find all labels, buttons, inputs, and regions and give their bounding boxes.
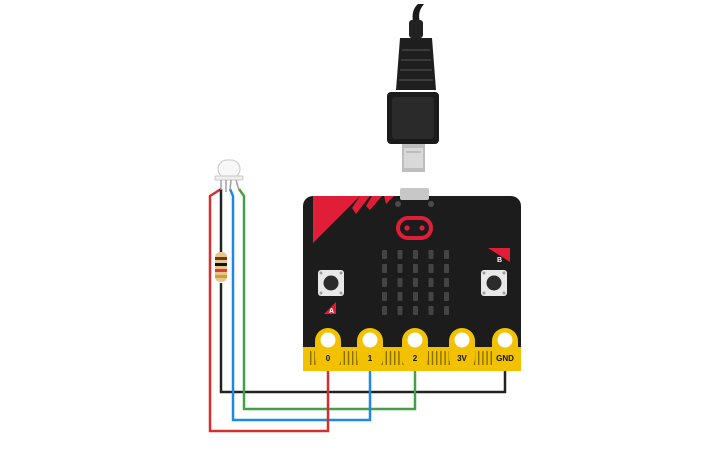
- red-wire[interactable]: [208, 187, 330, 433]
- matrix-led: [397, 306, 403, 315]
- usb-cable[interactable]: [387, 4, 439, 172]
- matrix-led: [397, 250, 403, 259]
- matrix-led: [413, 278, 418, 287]
- usb-cable-boot: [396, 38, 436, 90]
- edge-finger: [431, 351, 434, 365]
- pin-label: 2: [413, 354, 418, 363]
- matrix-led: [428, 264, 434, 273]
- edge-finger: [482, 351, 484, 365]
- edge-finger: [343, 351, 345, 365]
- edge-finger: [444, 351, 446, 365]
- board-accent-corner: [313, 196, 360, 243]
- edge-finger: [427, 351, 429, 365]
- pin-hole: [407, 332, 423, 348]
- matrix-led: [444, 250, 449, 259]
- usb-cable-strain-relief: [409, 20, 423, 38]
- microbit-board[interactable]: A B 0 1 2 3V GND: [303, 188, 521, 371]
- board-usb-socket: [400, 188, 429, 200]
- pin-label: GND: [496, 354, 514, 363]
- matrix-led: [382, 292, 387, 301]
- edge-finger: [352, 351, 354, 365]
- matrix-led: [444, 278, 449, 287]
- pin-label: 0: [326, 354, 331, 363]
- pin-label: 3V: [457, 354, 467, 363]
- led-matrix: [382, 250, 449, 315]
- edge-finger: [314, 351, 316, 365]
- matrix-led: [382, 250, 387, 259]
- wires: [208, 187, 507, 433]
- edge-finger: [478, 351, 480, 365]
- board-body: [303, 196, 521, 371]
- edge-finger: [394, 351, 396, 365]
- matrix-led: [382, 306, 387, 315]
- pin-gnd[interactable]: GND: [492, 328, 518, 371]
- blue-wire[interactable]: [228, 188, 372, 422]
- matrix-led: [382, 278, 387, 287]
- pin-2[interactable]: 2: [402, 328, 428, 371]
- pin-hole: [320, 332, 336, 348]
- pin-1[interactable]: 1: [357, 328, 383, 371]
- green-wire[interactable]: [237, 188, 417, 411]
- button-a-label: A: [329, 308, 334, 315]
- edge-finger: [385, 351, 387, 365]
- edge-finger: [356, 351, 358, 365]
- matrix-led: [428, 306, 434, 315]
- matrix-led: [428, 250, 434, 259]
- edge-finger: [440, 351, 442, 365]
- matrix-led: [397, 292, 403, 301]
- matrix-led: [413, 292, 418, 301]
- matrix-led: [444, 292, 449, 301]
- edge-finger: [436, 351, 438, 365]
- edge-finger: [398, 351, 400, 365]
- usb-cable-wire: [412, 4, 424, 22]
- resistor[interactable]: [215, 252, 227, 282]
- matrix-led: [444, 306, 449, 315]
- matrix-led: [413, 264, 418, 273]
- button-b[interactable]: B: [481, 257, 507, 296]
- pin-hole: [497, 332, 513, 348]
- edge-finger: [486, 351, 488, 365]
- matrix-led: [444, 264, 449, 273]
- button-b-label: B: [497, 257, 502, 264]
- pin-label: 1: [368, 354, 373, 363]
- pin-row: 0 1 2 3V GND: [315, 328, 518, 371]
- rgb-led[interactable]: [214, 159, 244, 192]
- button-a[interactable]: A: [318, 270, 344, 315]
- edge-finger: [490, 351, 492, 365]
- matrix-led: [413, 250, 418, 259]
- matrix-led: [428, 278, 434, 287]
- matrix-led: [397, 278, 403, 287]
- pin-hole: [454, 332, 470, 348]
- microbit-logo-icon: [396, 216, 433, 240]
- matrix-led: [413, 306, 418, 315]
- edge-finger: [347, 351, 350, 365]
- led-dome: [217, 159, 241, 179]
- pin-3v[interactable]: 3V: [449, 328, 475, 371]
- pin-hole: [362, 332, 378, 348]
- pin-0[interactable]: 0: [315, 328, 341, 371]
- matrix-led: [382, 264, 387, 273]
- edge-finger: [389, 351, 392, 365]
- edge-finger: [310, 351, 312, 365]
- matrix-led: [428, 292, 434, 301]
- matrix-led: [397, 264, 403, 273]
